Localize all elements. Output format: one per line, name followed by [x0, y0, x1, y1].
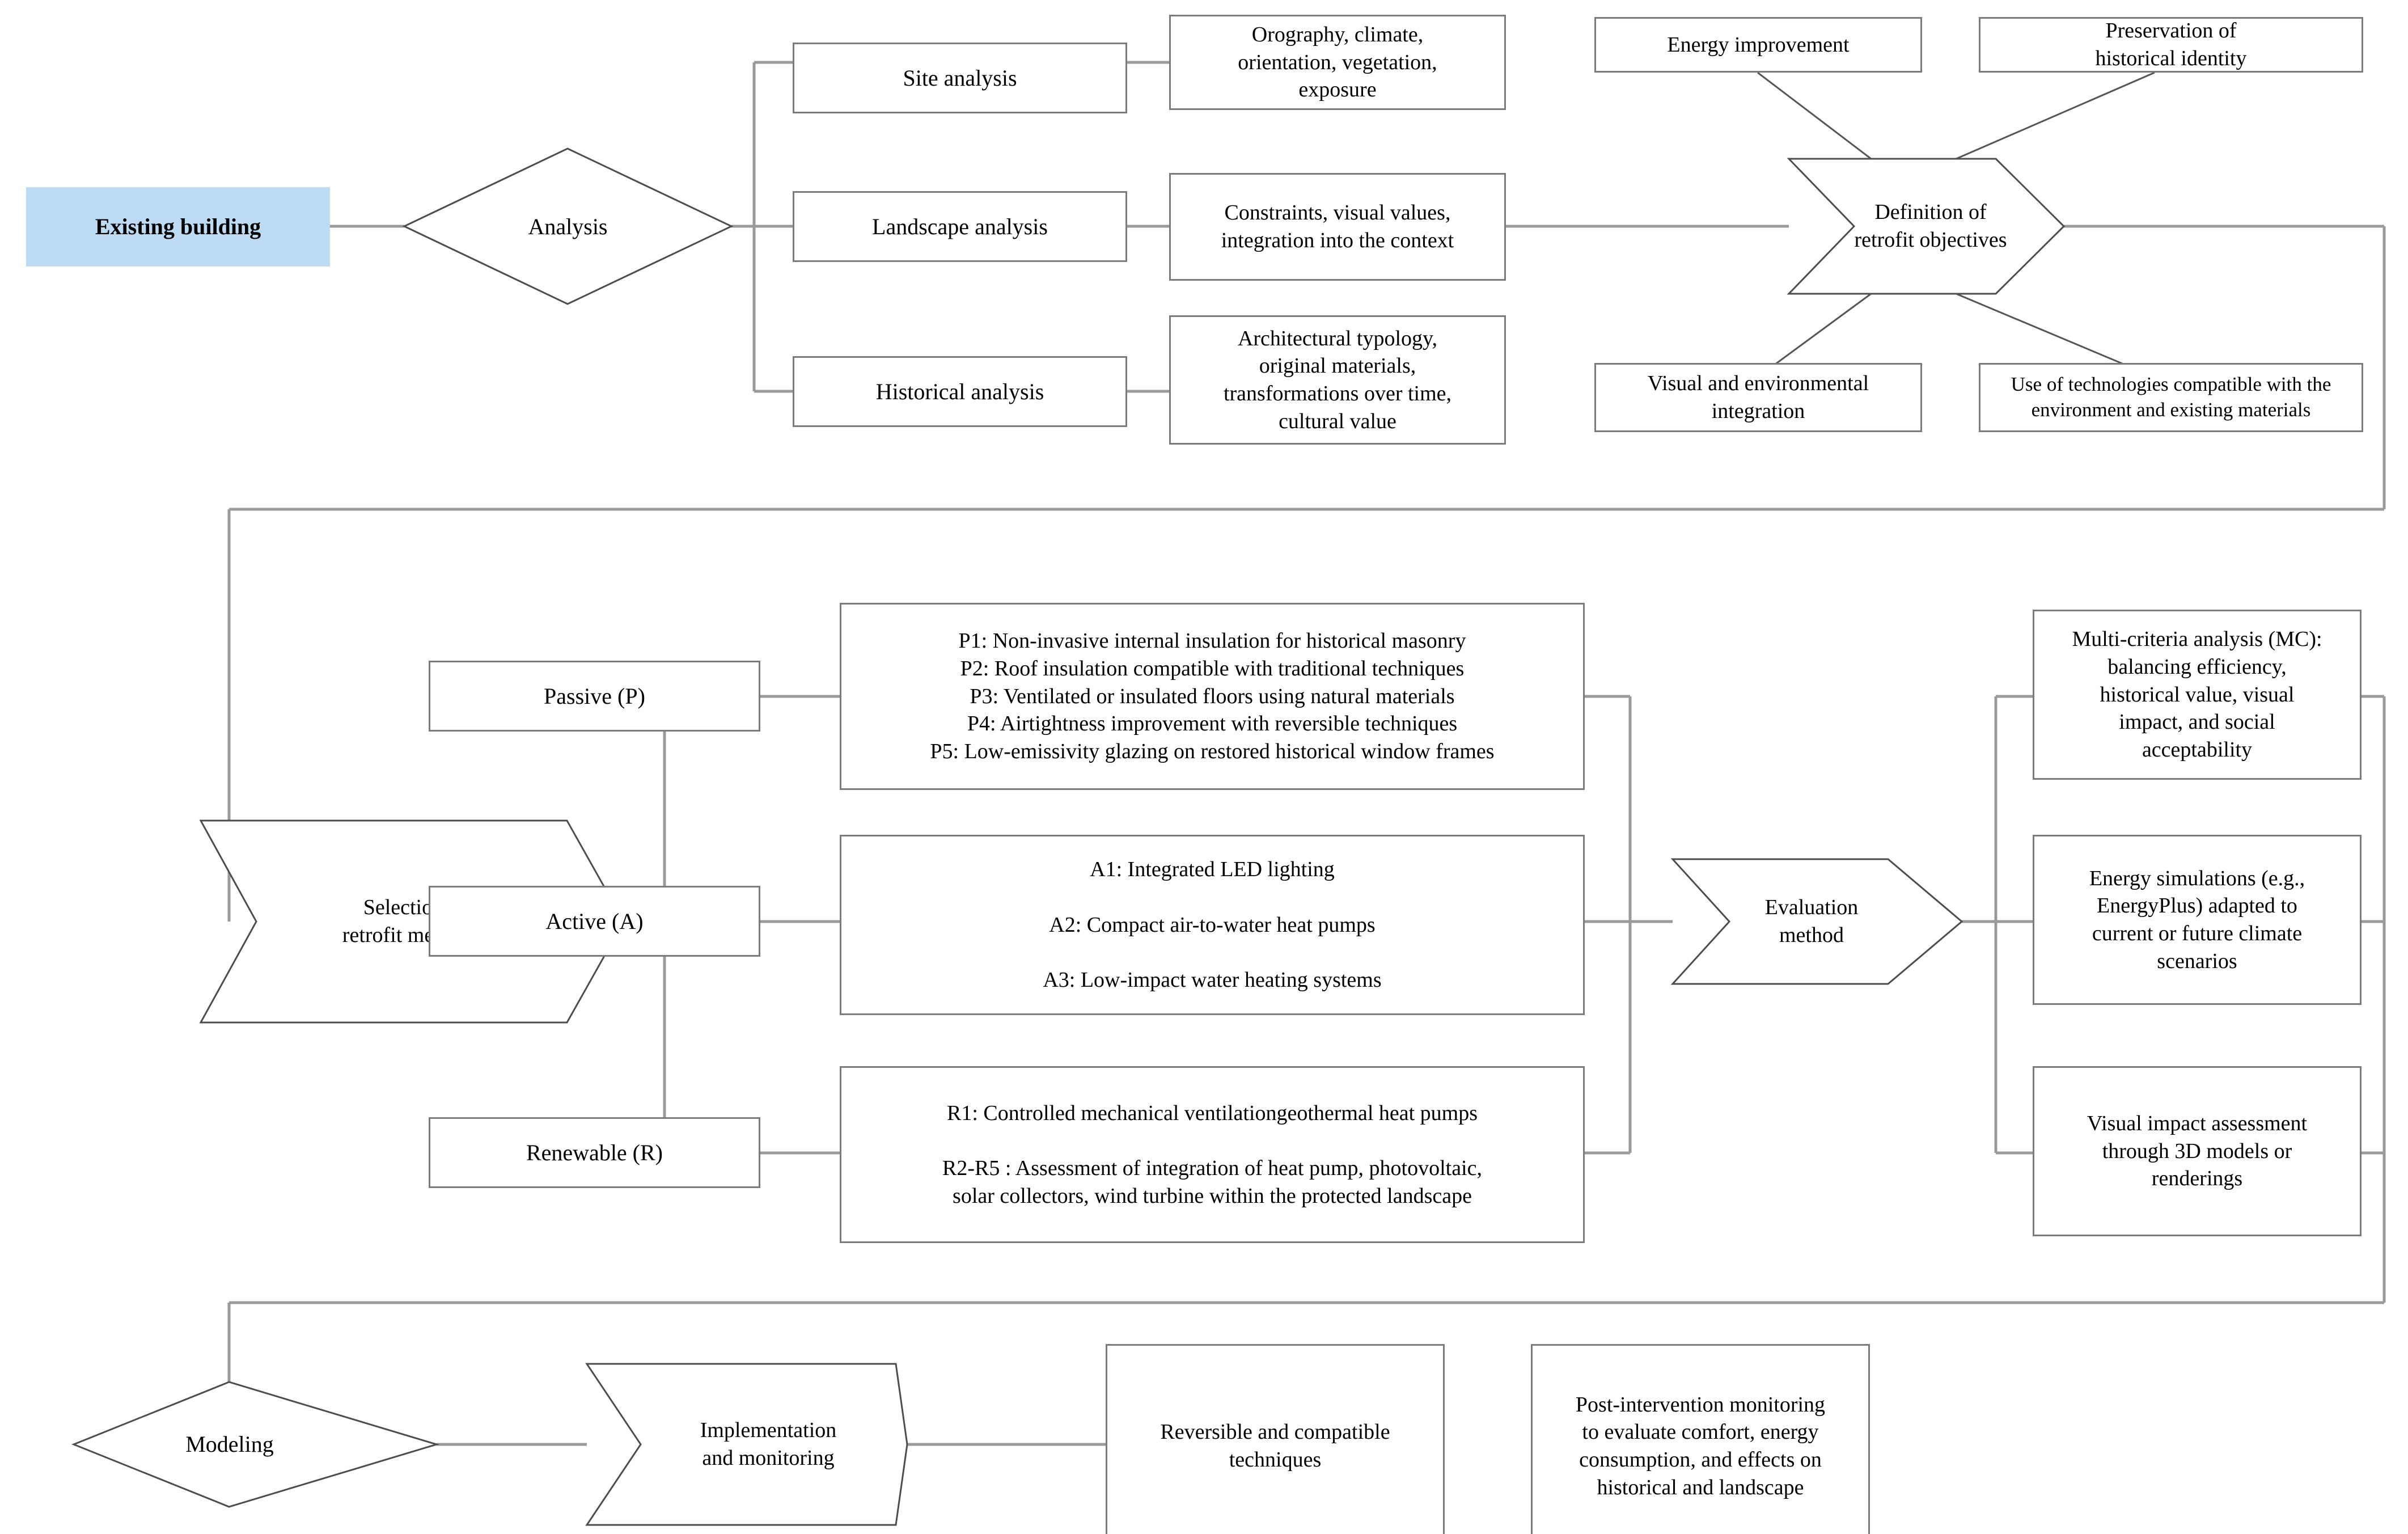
reversible-techniques-box[interactable]: Reversible and compatible techniques — [1106, 1344, 1445, 1534]
renewable-measures-text: R1: Controlled mechanical ventilationgeo… — [942, 1101, 1482, 1208]
definition-objectives-text: Definition of retrofit objectives — [1854, 200, 2007, 252]
site-details-text: Orography, climate, orientation, vegetat… — [1238, 23, 1437, 102]
passive-label: Passive (P) — [544, 683, 645, 709]
landscape-details-box[interactable]: Constraints, visual values, integration … — [1169, 173, 1506, 281]
visual-impact-box[interactable]: Visual impact assessment through 3D mode… — [2033, 1066, 2362, 1236]
historical-details-box[interactable]: Architectural typology, original materia… — [1169, 315, 1506, 445]
historical-analysis-box[interactable]: Historical analysis — [793, 356, 1127, 427]
modeling-label: Modeling — [185, 1431, 274, 1457]
active-measures-box[interactable]: A1: Integrated LED lighting A2: Compact … — [840, 835, 1585, 1015]
active-label: Active (A) — [545, 908, 644, 934]
evaluation-method-text: Evaluation method — [1764, 895, 1859, 947]
multicriteria-text: Multi-criteria analysis (MC): balancing … — [2072, 627, 2322, 762]
preservation-identity-text: Preservation of historical identity — [2095, 19, 2247, 70]
multicriteria-box[interactable]: Multi-criteria analysis (MC): balancing … — [2033, 610, 2362, 780]
edge-objectives-to-preservation — [1956, 71, 2155, 160]
implementation-text: Implementation and monitoring — [700, 1418, 837, 1470]
active-measures-text: A1: Integrated LED lighting A2: Compact … — [1043, 857, 1382, 992]
energy-improvement-box[interactable]: Energy improvement — [1594, 17, 1922, 73]
landscape-analysis-box[interactable]: Landscape analysis — [793, 191, 1127, 262]
passive-measures-box[interactable]: P1: Non-invasive internal insulation for… — [840, 603, 1585, 790]
landscape-details-text: Constraints, visual values, integration … — [1221, 201, 1454, 252]
post-monitoring-text: Post-intervention monitoring to evaluate… — [1575, 1392, 1826, 1499]
visual-impact-text: Visual impact assessment through 3D mode… — [2087, 1112, 2308, 1191]
selection-pentagon-shape — [199, 819, 625, 1024]
renewable-label: Renewable (R) — [526, 1139, 663, 1165]
compatible-technologies-box[interactable]: Use of technologies compatible with the … — [1979, 363, 2363, 432]
site-analysis-box[interactable]: Site analysis — [793, 43, 1127, 113]
implementation-chevron-shape — [585, 1363, 908, 1526]
renewable-category-box[interactable]: Renewable (R) — [429, 1117, 760, 1188]
analysis-diamond[interactable]: Analysis — [404, 187, 731, 267]
implementation-shape[interactable]: Implementation and monitoring — [641, 1393, 896, 1495]
site-analysis-label: Site analysis — [903, 65, 1017, 91]
reversible-techniques-text: Reversible and compatible techniques — [1160, 1420, 1390, 1472]
preservation-identity-box[interactable]: Preservation of historical identity — [1979, 17, 2363, 73]
energy-simulations-text: Energy simulations (e.g., EnergyPlus) ad… — [2089, 866, 2305, 973]
compatible-technologies-text: Use of technologies compatible with the … — [2011, 373, 2331, 421]
historical-details-text: Architectural typology, original materia… — [1223, 326, 1452, 433]
evaluation-chevron-shape — [1670, 858, 1963, 985]
renewable-measures-box[interactable]: R1: Controlled mechanical ventilationgeo… — [840, 1066, 1585, 1243]
visual-environmental-text: Visual and environmental integration — [1647, 371, 1869, 423]
definition-objectives-shape[interactable]: Definition of retrofit objectives — [1809, 176, 2052, 277]
historical-analysis-label: Historical analysis — [875, 378, 1044, 404]
evaluation-method-shape[interactable]: Evaluation method — [1729, 870, 1894, 973]
passive-category-box[interactable]: Passive (P) — [429, 661, 760, 732]
active-category-box[interactable]: Active (A) — [429, 886, 760, 957]
site-details-box[interactable]: Orography, climate, orientation, vegetat… — [1169, 15, 1506, 110]
objectives-hexagon-shape — [1787, 158, 2066, 295]
analysis-label: Analysis — [528, 214, 608, 240]
landscape-analysis-label: Landscape analysis — [872, 213, 1048, 239]
modeling-diamond-shape — [71, 1381, 440, 1508]
edge-objectives-to-energy-improvement — [1757, 71, 1872, 160]
visual-environmental-box[interactable]: Visual and environmental integration — [1594, 363, 1922, 432]
existing-building-box[interactable]: Existing building — [26, 187, 330, 267]
energy-improvement-label: Energy improvement — [1667, 32, 1850, 57]
existing-building-label: Existing building — [95, 214, 261, 240]
modeling-diamond[interactable]: Modeling — [102, 1410, 357, 1478]
energy-simulations-box[interactable]: Energy simulations (e.g., EnergyPlus) ad… — [2033, 835, 2362, 1005]
analysis-diamond-shape — [402, 147, 734, 305]
passive-measures-text: P1: Non-invasive internal insulation for… — [930, 629, 1495, 763]
post-monitoring-box[interactable]: Post-intervention monitoring to evaluate… — [1531, 1344, 1870, 1534]
